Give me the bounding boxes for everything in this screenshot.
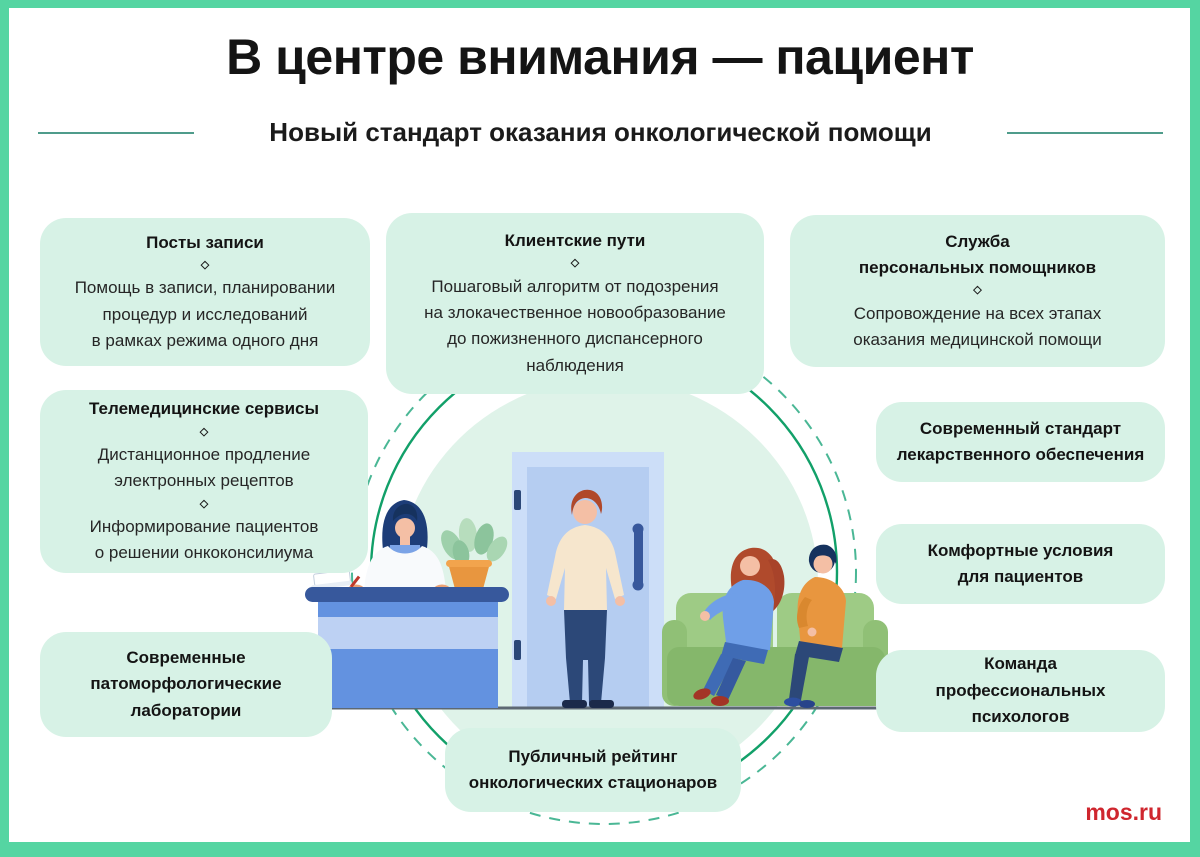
card-standart-lekarstv: Современный стандарт лекарственного обес…	[876, 402, 1165, 482]
patient-woman-blue	[693, 547, 785, 706]
card-sluzhba-pomoshchnikov: Служба персональных помощников ◇ Сопрово…	[790, 215, 1165, 367]
diamond-separator: ◇	[199, 425, 209, 438]
potted-plant	[441, 518, 508, 589]
card-body: Помощь в записи, планировании процедур и…	[74, 278, 336, 350]
patient-man	[546, 489, 625, 708]
patient-woman-orange	[784, 544, 846, 708]
subtitle-rule-left	[38, 131, 194, 134]
diamond-separator: ◇	[199, 497, 209, 510]
diamond-separator: ◇	[200, 259, 210, 272]
door-hinge-bottom	[514, 640, 521, 660]
card-title: Посты записи	[146, 232, 264, 252]
card-body: Информирование пациентов о решении онкок…	[89, 516, 319, 563]
card-body: Дистанционное продление электронных реце…	[97, 444, 311, 491]
card-klientskie-puti: Клиентские пути ◇ Пошаговый алгоритм от …	[386, 213, 764, 394]
card-title: Служба персональных помощников	[858, 231, 1097, 278]
receptionist	[348, 500, 450, 594]
reception-desk	[305, 587, 509, 708]
page-subtitle: Новый стандарт оказания онкологической п…	[269, 117, 932, 147]
mos-ru-logo: mos.ru	[1085, 799, 1162, 825]
subtitle-row: Новый стандарт оказания онкологической п…	[38, 117, 1163, 148]
card-title: Комфортные условия для пациентов	[927, 540, 1114, 586]
card-title: Телемедицинские сервисы	[89, 399, 319, 419]
diamond-separator: ◇	[570, 257, 580, 270]
plant-pot	[448, 563, 490, 589]
red-pen	[349, 575, 361, 588]
card-body: Пошаговый алгоритм от подозрения на злок…	[424, 276, 726, 375]
card-title: Публичный рейтинг онкологических стацион…	[468, 746, 718, 792]
card-title: Современные патоморфологические лаборато…	[90, 647, 282, 720]
diamond-separator: ◇	[973, 284, 982, 297]
page-title: В центре внимания — пациент	[226, 29, 974, 85]
subtitle-rule-right	[1007, 131, 1163, 134]
card-publichny-reyting: Публичный рейтинг онкологических стацион…	[445, 728, 741, 812]
card-posty-zapisi: Посты записи ◇ Помощь в записи, планиров…	[40, 218, 370, 366]
card-telemedicina: Телемедицинские сервисы ◇ Дистанционное …	[40, 390, 368, 573]
card-body: Сопровождение на всех этапах оказания ме…	[853, 303, 1102, 349]
card-title: Команда профессиональных психологов	[935, 654, 1106, 727]
card-title: Современный стандарт лекарственного обес…	[896, 418, 1145, 464]
card-laboratorii: Современные патоморфологические лаборато…	[40, 632, 332, 737]
door-handle	[634, 527, 643, 587]
card-komanda-psihologov: Команда профессиональных психологов	[876, 650, 1165, 732]
door-hinge-top	[514, 490, 521, 510]
card-komfortnye-usloviya: Комфортные условия для пациентов	[876, 524, 1165, 604]
card-title: Клиентские пути	[504, 231, 646, 251]
